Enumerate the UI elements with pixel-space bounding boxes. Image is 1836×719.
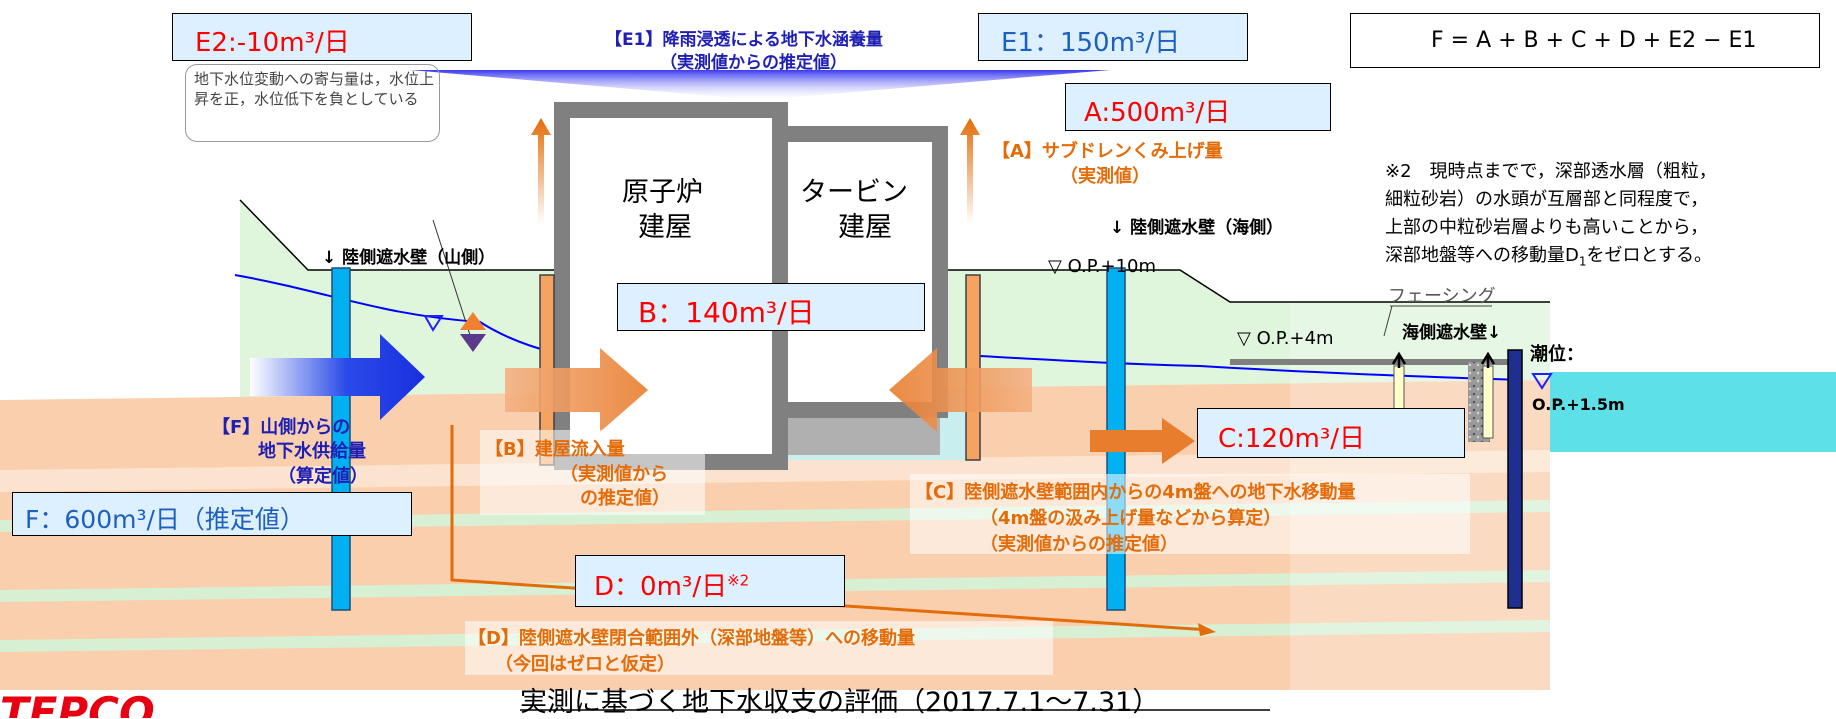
d-label-box: [465, 621, 1053, 675]
reactor-label-2: 建屋: [638, 212, 692, 243]
water-level-marker: [423, 315, 444, 332]
a-pump-arrow-right: [960, 118, 980, 225]
b-value: B：140m³/日: [638, 296, 815, 329]
well-2: [1482, 365, 1494, 439]
tepco-logo: TEPCO: [0, 692, 155, 718]
e1-value: E1：150m³/日: [1001, 28, 1181, 58]
e1-value-box: E1：150m³/日: [978, 13, 1248, 61]
subdrain-right: [965, 274, 981, 461]
e1-label: 【E1】降雨浸透による地下水涵養量: [605, 30, 883, 50]
b-inflow-arrow-right: [889, 348, 1032, 432]
sea-wall: [1507, 349, 1523, 609]
elevation-4m: ▽ O.P.+4m: [1237, 328, 1334, 349]
d-value-box: D：0m³/日※2: [575, 555, 845, 607]
b-label-2: （実測値から: [560, 464, 668, 485]
d-value: D：0m³/日※2: [594, 571, 750, 602]
note-2: ※2 現時点までで，深部透水層（粗粒，細粒砂岩）の水頭が互層部と同程度で，上部の…: [1385, 161, 1717, 269]
e1-infiltration-arrow: [410, 70, 1110, 100]
f-supply-arrow: [250, 334, 425, 420]
sea-floor: [1550, 452, 1836, 718]
sea-wall-label: 海側遮水壁↓: [1402, 323, 1502, 343]
f-value: F：600m³/日（推定値）: [25, 505, 305, 534]
c-label-2: （4m盤の汲み上げ量などから算定）: [980, 508, 1282, 529]
f-label-1: 【F】山側からの: [212, 417, 351, 438]
e1-sub: （実測値からの推定値）: [660, 53, 847, 73]
e2-note: 地下水位変動への寄与量は，水位上昇を正，水位低下を負としている: [194, 70, 435, 108]
b-label-1: 【B】建屋流入量: [485, 439, 625, 460]
a-label: 【A】サブドレンくみ上げ量: [992, 141, 1223, 162]
e2-note-box: 地下水位変動への寄与量は，水位上昇を正，水位低下を負としている: [185, 64, 440, 142]
d-label-1: 【D】陸側遮水壁閉合範囲外（深部地盤等）への移動量: [468, 628, 915, 649]
a-value: A:500m³/日: [1084, 98, 1231, 128]
a-value-box: A:500m³/日: [1065, 83, 1331, 131]
fluctuation-arrow: [460, 312, 486, 330]
facing-label: フェーシング: [1388, 286, 1496, 307]
e2-value-box: E2:-10m³/日: [172, 13, 472, 61]
page-title: 実測に基づく地下水収支の評価（2017.7.1〜7.31）: [520, 687, 1160, 718]
tide-marker: [1531, 373, 1553, 390]
turbine-label-2: 建屋: [838, 212, 892, 243]
b-label-3: の推定値）: [580, 488, 670, 509]
b-inflow-arrow-left: [505, 348, 648, 432]
reactor-label-1: 原子炉: [622, 177, 703, 208]
c-value-box: C:120m³/日: [1197, 408, 1465, 458]
c-label-box: [910, 474, 1470, 554]
c-value: C:120m³/日: [1218, 424, 1366, 454]
wall-mountain-label: ↓ 陸側遮水壁（山側）: [322, 248, 496, 268]
d-transfer-arrow: [450, 425, 1211, 632]
a-pump-arrow-left: [531, 118, 551, 225]
wall-sea-label: ↓ 陸側遮水壁（海側）: [1110, 218, 1284, 238]
f-value-box: F：600m³/日（推定値）: [12, 492, 412, 536]
f-label-3: （算定値）: [278, 466, 368, 487]
c-label-1: 【C】陸側遮水壁範囲内からの4m盤への地下水移動量: [915, 482, 1356, 503]
tide-value: O.P.+1.5m: [1532, 395, 1625, 414]
b-label-box: [480, 430, 705, 515]
tide-label: 潮位：: [1530, 344, 1584, 365]
turbine-building: [772, 126, 948, 418]
c-label-3: （実測値からの推定値）: [980, 534, 1178, 555]
turbine-label-1: タービン: [800, 177, 908, 208]
formula-box: F = A + B + C + D + E2 − E1: [1350, 13, 1820, 68]
a-sub: （実測値）: [1060, 166, 1150, 187]
formula-text: F = A + B + C + D + E2 − E1: [1431, 28, 1757, 53]
b-value-box: B：140m³/日: [617, 283, 925, 331]
elevation-10m: ▽ O.P.+10m: [1048, 256, 1157, 277]
d-label-2: （今回はゼロと仮定）: [495, 654, 675, 675]
f-label-2: 地下水供給量: [258, 441, 366, 462]
e2-value: E2:-10m³/日: [195, 28, 350, 58]
sea-water: [1550, 372, 1836, 452]
c-transfer-arrow: [1090, 418, 1195, 464]
